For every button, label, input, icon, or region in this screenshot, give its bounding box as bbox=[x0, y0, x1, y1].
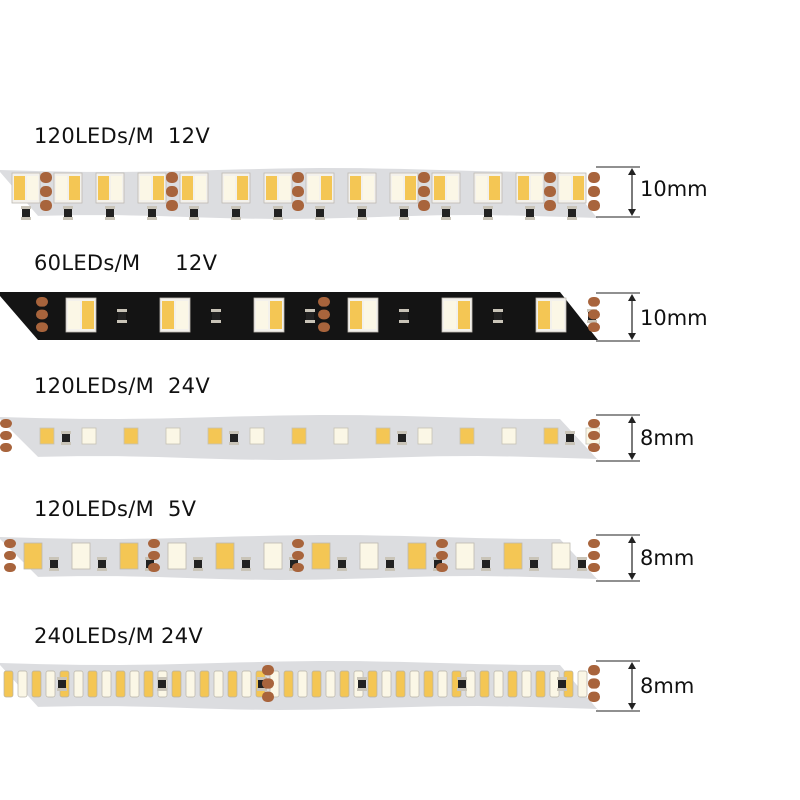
led-strip-image bbox=[0, 661, 600, 710]
width-dimension-marker bbox=[596, 414, 640, 462]
strip-label: 120LEDs/M 5V bbox=[34, 497, 197, 521]
strip-label: 120LEDs/M 12V bbox=[34, 124, 210, 148]
width-dimension-marker bbox=[596, 660, 640, 712]
led-strip-image bbox=[0, 415, 600, 460]
width-dimension-marker bbox=[596, 534, 640, 582]
strip-width-label: 8mm bbox=[640, 546, 695, 570]
strip-width-label: 10mm bbox=[640, 177, 708, 201]
strip-width-label: 8mm bbox=[640, 674, 695, 698]
led-strip-image bbox=[0, 535, 600, 580]
width-dimension-marker bbox=[596, 292, 640, 342]
strip-label: 240LEDs/M 24V bbox=[34, 624, 204, 648]
strip-label: 120LEDs/M 24V bbox=[34, 374, 210, 398]
width-dimension-marker bbox=[596, 166, 640, 218]
strip-width-label: 10mm bbox=[640, 306, 708, 330]
strip-width-label: 8mm bbox=[640, 426, 695, 450]
strip-label: 60LEDs/M 12V bbox=[34, 251, 218, 275]
led-strip-image bbox=[0, 168, 600, 220]
led-strip-image bbox=[0, 292, 600, 340]
